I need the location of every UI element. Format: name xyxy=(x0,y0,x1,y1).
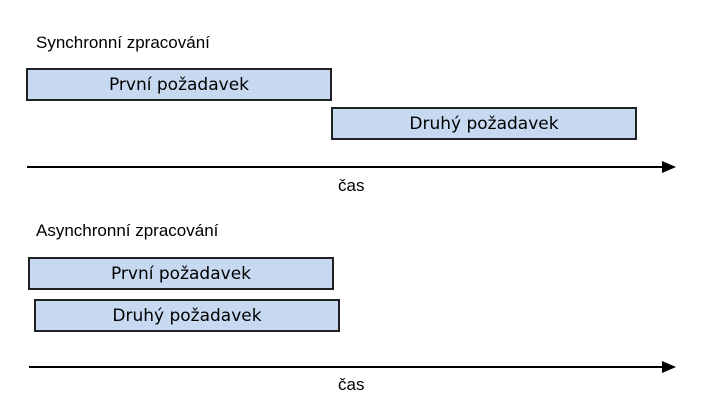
async-time-axis-label: čas xyxy=(338,375,365,394)
sync-section-title: Synchronní zpracování xyxy=(36,33,210,52)
sync-first-request-bar: První požadavek xyxy=(26,68,332,101)
sync-second-request-bar: Druhý požadavek xyxy=(331,107,637,140)
async-second-request-bar: Druhý požadavek xyxy=(34,299,340,332)
sync-time-axis-arrow-icon xyxy=(662,161,676,173)
async-first-request-label: První požadavek xyxy=(110,263,251,284)
sync-time-axis-line xyxy=(27,166,667,168)
sync-first-request-label: První požadavek xyxy=(108,74,249,95)
sync-time-axis-label: čas xyxy=(338,176,365,195)
async-first-request-bar: První požadavek xyxy=(28,257,334,290)
async-second-request-label: Druhý požadavek xyxy=(112,305,262,326)
async-time-axis-arrow-icon xyxy=(662,361,676,373)
sync-second-request-label: Druhý požadavek xyxy=(409,113,559,134)
async-time-axis-line xyxy=(29,366,667,368)
async-section-title: Asynchronní zpracování xyxy=(36,221,219,240)
